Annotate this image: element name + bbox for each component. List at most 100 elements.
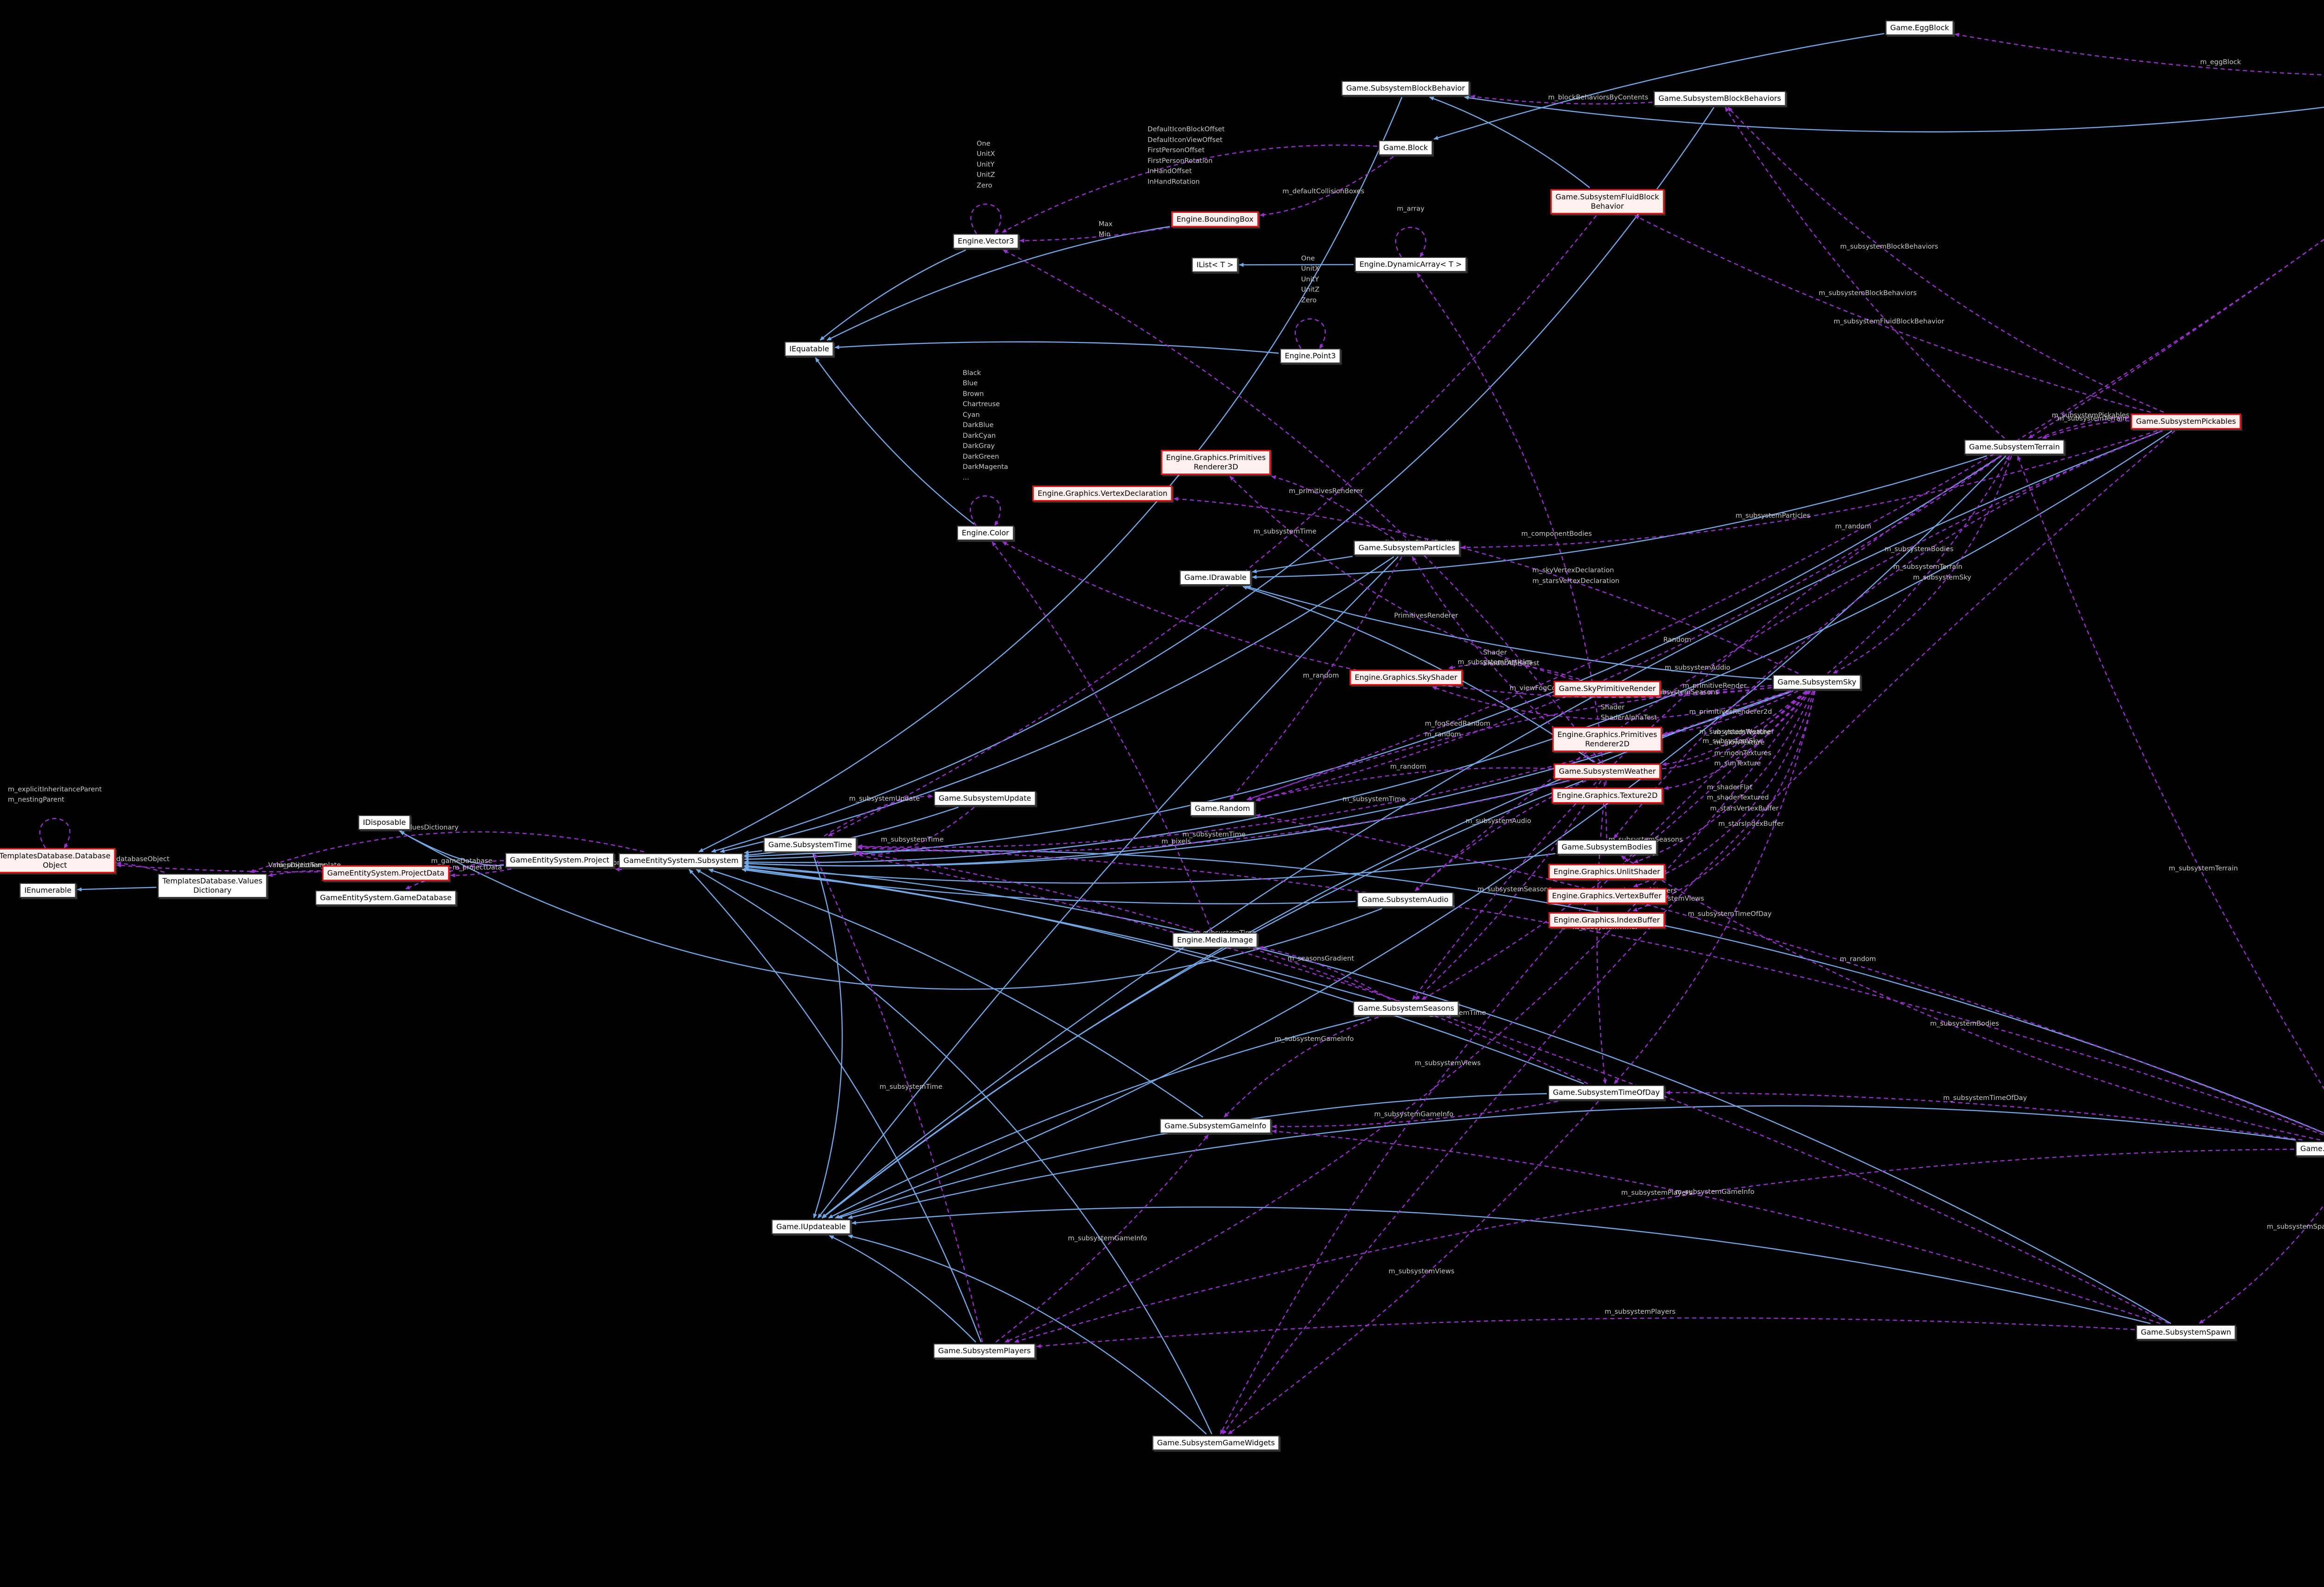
class-node-image[interactable]: Engine.Media.Image: [1172, 933, 1258, 948]
usage-edge: [39, 818, 71, 849]
class-node-valdict[interactable]: TemplatesDatabase.Values Dictionary: [158, 874, 267, 898]
class-node-block[interactable]: Game.Block: [1379, 140, 1433, 155]
usage-edge: [1004, 691, 1811, 1343]
usage-edge: [1272, 1129, 2161, 1324]
class-node-weather[interactable]: Game.SubsystemWeather: [1553, 764, 1661, 779]
class-node-blockBehaviors[interactable]: Game.SubsystemBlockBehaviors: [1654, 91, 1786, 106]
class-node-dynarr[interactable]: Engine.DynamicArray< T >: [1354, 257, 1467, 272]
class-node-update[interactable]: Game.SubsystemUpdate: [934, 791, 1036, 806]
usage-edge: [1222, 430, 2176, 1435]
class-node-iequat[interactable]: IEquatable: [785, 342, 834, 356]
class-node-widgets[interactable]: Game.SubsystemGameWidgets: [1152, 1436, 1280, 1450]
class-node-players[interactable]: Game.SubsystemPlayers: [933, 1343, 1036, 1358]
class-node-ienum[interactable]: IEnumerable: [20, 883, 76, 898]
class-node-ibuf[interactable]: Engine.Graphics.IndexBuffer: [1548, 912, 1665, 928]
usage-edge: [1614, 691, 1816, 1084]
inheritance-edge: [399, 830, 1382, 990]
usage-edge: [995, 1134, 1209, 1343]
class-node-idisp[interactable]: IDisposable: [358, 815, 411, 830]
class-node-vec3[interactable]: Engine.Vector3: [953, 234, 1019, 249]
usage-edge: [1416, 273, 1607, 839]
class-node-audio[interactable]: Game.SubsystemAudio: [1357, 892, 1453, 907]
usage-edge: [1421, 691, 1809, 1001]
usage-edge: [1662, 691, 1808, 770]
class-node-dbobj[interactable]: TemplatesDatabase.Database Object: [0, 848, 116, 873]
inheritance-edge: [828, 1016, 1369, 1219]
class-node-tex2d[interactable]: Engine.Graphics.Texture2D: [1552, 788, 1663, 803]
class-node-bodies[interactable]: Game.SubsystemBodies: [1557, 840, 1657, 855]
inheritance-edge: [1464, 95, 2324, 132]
inheritance-edge: [847, 1105, 2296, 1219]
usage-edge: [1633, 691, 1815, 888]
usage-edge: [1414, 430, 2163, 891]
class-node-particles[interactable]: Game.SubsystemParticles: [1353, 540, 1460, 555]
usage-edge: [2028, 238, 2324, 439]
usage-edge: [1246, 685, 1772, 801]
class-node-terrain[interactable]: Game.SubsystemTerrain: [1964, 440, 2065, 454]
usage-edge: [1247, 239, 2324, 801]
class-node-unlit[interactable]: Engine.Graphics.UnlitShader: [1548, 864, 1665, 880]
class-node-timeofday[interactable]: Game.SubsystemTimeOfDay: [1548, 1085, 1664, 1100]
class-node-iupdate[interactable]: Game.IUpdateable: [772, 1219, 851, 1234]
inheritance-edge: [1433, 33, 1885, 140]
inheritance-edge: [399, 830, 504, 866]
inheritance-edge: [744, 849, 2324, 1134]
class-node-pr3d[interactable]: Engine.Graphics.Primitives Renderer3D: [1161, 450, 1271, 475]
usage-edge: [991, 541, 1212, 932]
usage-edge: [1271, 475, 1394, 540]
usage-edge: [1728, 107, 2164, 413]
class-node-subsystem[interactable]: GameEntitySystem.Subsystem: [619, 853, 743, 868]
usage-edge: [2038, 415, 2130, 439]
inheritance-edge: [688, 869, 982, 1343]
usage-edge: [1827, 455, 2010, 674]
class-node-skyprim[interactable]: Game.SkyPrimitiveRender: [1553, 681, 1661, 697]
inheritance-edge: [822, 780, 1584, 1218]
class-node-project[interactable]: GameEntitySystem.Project: [505, 853, 614, 868]
class-node-sky[interactable]: Game.SubsystemSky: [1773, 675, 1861, 690]
class-node-eggBlock[interactable]: Game.EggBlock: [1885, 20, 1954, 35]
usage-edge: [827, 215, 1597, 837]
class-node-fluid[interactable]: Game.SubsystemFluidBlock Behavior: [1550, 189, 1664, 214]
inheritance-edge: [852, 1206, 2151, 1324]
usage-edge: [1229, 556, 1402, 800]
inheritance-edge: [744, 853, 1556, 884]
class-node-gameinfo[interactable]: Game.SubsystemGameInfo: [1160, 1119, 1271, 1133]
class-node-color[interactable]: Engine.Color: [957, 526, 1014, 540]
class-node-creature[interactable]: Game.SubsystemCreatureSpawn: [2296, 1141, 2324, 1156]
usage-edge: [1258, 946, 1391, 1001]
class-node-blockBehavior[interactable]: Game.SubsystemBlockBehavior: [1341, 81, 1470, 96]
usage-edge: [1461, 430, 2158, 550]
class-node-gamedb[interactable]: GameEntitySystem.GameDatabase: [315, 890, 456, 905]
class-node-idraw[interactable]: Game.IDrawable: [1180, 570, 1251, 585]
inheritance-edge: [77, 887, 157, 892]
usage-edge: [450, 868, 512, 878]
usage-edge: [1632, 691, 1816, 912]
usage-edge: [1432, 686, 1790, 720]
usage-edge: [1633, 691, 1814, 863]
class-node-time[interactable]: Game.SubsystemTime: [763, 837, 857, 852]
class-node-pr2d[interactable]: Engine.Graphics.Primitives Renderer2D: [1552, 727, 1663, 752]
class-node-ilist[interactable]: IList< T >: [1192, 257, 1238, 272]
inheritance-edge: [821, 430, 2163, 1218]
class-node-seasons[interactable]: Game.SubsystemSeasons: [1353, 1001, 1459, 1016]
class-node-vdecl[interactable]: Engine.Graphics.VertexDeclaration: [1032, 486, 1173, 501]
usage-edge: [1036, 1317, 2135, 1349]
usage-edge: [1229, 476, 1573, 680]
class-node-pickables[interactable]: Game.SubsystemPickables: [2131, 414, 2241, 429]
class-node-point3[interactable]: Engine.Point3: [1280, 349, 1340, 363]
usage-edge: [1220, 691, 1807, 1435]
class-node-random[interactable]: Game.Random: [1190, 801, 1255, 816]
class-node-bbox[interactable]: Engine.BoundingBox: [1171, 211, 1259, 227]
class-node-spawn[interactable]: Game.SubsystemSpawn: [2136, 1325, 2236, 1340]
inheritance-edge: [848, 1234, 1207, 1435]
usage-edge: [1412, 455, 2001, 1000]
inheritance-edge: [815, 357, 975, 525]
usage-edge: [1833, 455, 2012, 674]
class-node-vbuf[interactable]: Engine.Graphics.VertexBuffer: [1547, 888, 1667, 904]
inheritance-edge: [834, 341, 1279, 354]
usage-edge: [1223, 1016, 1379, 1118]
class-node-projdata[interactable]: GameEntitySystem.ProjectData: [322, 865, 450, 881]
usage-edge: [1395, 227, 1426, 257]
class-node-skyshader[interactable]: Engine.Graphics.SkyShader: [1349, 670, 1463, 685]
